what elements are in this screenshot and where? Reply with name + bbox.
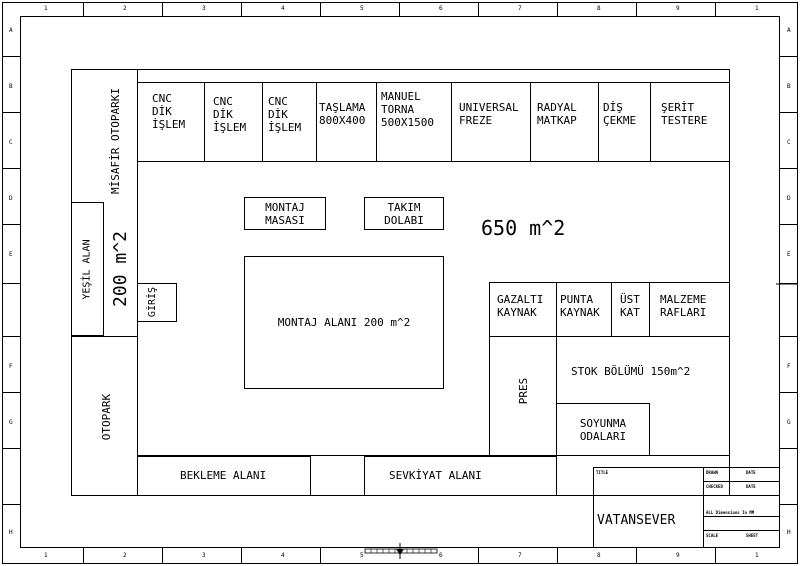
room-label: BEKLEME ALANI <box>180 469 267 482</box>
entrance-giris: GİRİŞ <box>137 283 177 322</box>
room-punta-kaynak: PUNTA KAYNAK <box>556 282 612 337</box>
row-letter: H <box>787 529 791 536</box>
bekleme-alani: BEKLEME ALANI <box>137 456 311 496</box>
row-letter: D <box>9 195 13 202</box>
room-label: MALZEME RAFLARI <box>660 293 707 319</box>
room-label: GİRİŞ <box>147 286 158 318</box>
row-letter: E <box>787 251 791 258</box>
column-number: 3 <box>202 5 206 12</box>
room-label: RADYAL MATKAP <box>537 101 577 127</box>
room-label: TAKIM DOLABI <box>384 200 424 227</box>
otopark-zone <box>71 336 138 496</box>
yesil-alan-area: 200 m^2 <box>110 231 131 307</box>
column-number: 9 <box>676 5 680 12</box>
dimensions-note: ALL Dimensions In MM <box>706 510 755 515</box>
title-label: TITLE <box>596 470 609 475</box>
montaj-masasi: MONTAJ MASASI <box>244 197 326 230</box>
row-letter: D <box>787 195 791 202</box>
drawn-label: DRAWN <box>706 470 719 475</box>
column-number: 1 <box>755 5 759 12</box>
column-number: 4 <box>281 5 285 12</box>
column-number: 1 <box>755 552 759 559</box>
checked-label: CHECKED <box>706 484 723 489</box>
room-label: CNC DİK İŞLEM <box>152 92 186 131</box>
room-soyunma-odalari: SOYUNMA ODALARI <box>556 403 650 456</box>
room-ust-kat: ÜST KAT <box>611 282 650 337</box>
room-taslama: TAŞLAMA 800X400 <box>316 82 377 162</box>
room-label: SOYUNMA ODALARI <box>579 416 627 443</box>
column-number: 8 <box>597 5 601 12</box>
row-letter: H <box>9 529 13 536</box>
room-universal-freze: UNIVERSAL FREZE <box>451 82 531 162</box>
misafir-otoparki-label: MİSAFİR OTOPARKI <box>109 88 122 194</box>
column-number: 5 <box>360 552 364 559</box>
room-label: ŞERİT TESTERE <box>661 101 708 127</box>
room-label: CNC DİK İŞLEM <box>213 95 247 134</box>
room-malzeme-raflari: MALZEME RAFLARI <box>649 282 730 337</box>
yesil-alan-zone <box>71 202 104 336</box>
row-letter: C <box>787 139 791 146</box>
room-label: PRES <box>517 377 530 405</box>
column-number: 8 <box>597 552 601 559</box>
room-label: DİŞ ÇEKME <box>603 101 637 127</box>
room-cnc-2: CNC DİK İŞLEM <box>204 82 263 162</box>
column-number: 2 <box>123 552 127 559</box>
row-letter: B <box>9 83 13 90</box>
room-pres: PRES <box>489 336 557 456</box>
room-label: MONTAJ MASASI <box>265 200 305 227</box>
room-manuel-torna: MANUEL TORNA 500X1500 <box>376 82 452 162</box>
room-label: MANUEL TORNA 500X1500 <box>381 90 434 129</box>
room-label: MONTAJ ALANI 200 m^2 <box>277 316 411 329</box>
yesil-alan-label: YEŞİL ALAN <box>81 239 93 300</box>
room-cnc-1: CNC DİK İŞLEM <box>137 82 205 162</box>
row-letter: E <box>9 251 13 258</box>
column-number: 5 <box>360 5 364 12</box>
column-number: 7 <box>518 5 522 12</box>
room-label: CNC DİK İŞLEM <box>268 95 302 134</box>
column-number: 6 <box>439 5 443 12</box>
room-label: SEVKİYAT ALANI <box>389 469 482 482</box>
row-letter: B <box>787 83 791 90</box>
montaj-alani: MONTAJ ALANI 200 m^2 <box>244 256 444 389</box>
scale-label: SCALE <box>706 533 719 538</box>
sevkiyat-alani: SEVKİYAT ALANI <box>364 456 557 496</box>
column-number: 3 <box>202 552 206 559</box>
row-letter: F <box>787 363 791 370</box>
column-number: 7 <box>518 552 522 559</box>
room-dis-cekme: DİŞ ÇEKME <box>598 82 651 162</box>
column-number: 1 <box>44 552 48 559</box>
column-number: 9 <box>676 552 680 559</box>
row-letter: A <box>9 27 13 34</box>
company-name: VATANSEVER <box>597 513 676 528</box>
column-number: 2 <box>123 5 127 12</box>
row-letter: C <box>9 139 13 146</box>
room-gazalti-kaynak: GAZALTI KAYNAK <box>489 282 557 337</box>
room-label: UNIVERSAL FREZE <box>459 101 519 127</box>
room-radyal-matkap: RADYAL MATKAP <box>530 82 599 162</box>
column-number: 1 <box>44 5 48 12</box>
title-block: TITLE DRAWN DATE CHECKED DATE VATANSEVER… <box>593 467 780 548</box>
room-label: ÜST KAT <box>620 293 640 319</box>
row-letter: F <box>9 363 13 370</box>
otopark-label: OTOPARK <box>100 393 113 441</box>
column-number: 6 <box>439 552 443 559</box>
main-hall-area: 650 m^2 <box>481 216 566 240</box>
room-label: GAZALTI KAYNAK <box>497 293 544 319</box>
column-number: 4 <box>281 552 285 559</box>
sheet-label: SHEET <box>746 533 759 538</box>
date-label-2: DATE <box>746 484 756 489</box>
row-letter: G <box>9 419 13 426</box>
room-label: TAŞLAMA 800X400 <box>319 101 366 127</box>
row-letter: A <box>787 27 791 34</box>
room-label: PUNTA KAYNAK <box>560 293 600 319</box>
takim-dolabi: TAKIM DOLABI <box>364 197 444 230</box>
row-letter: G <box>787 419 791 426</box>
room-label: STOK BÖLÜMÜ 150m^2 <box>571 365 691 378</box>
room-serit-testere: ŞERİT TESTERE <box>650 82 730 162</box>
room-cnc-3: CNC DİK İŞLEM <box>262 82 317 162</box>
date-label: DATE <box>746 470 756 475</box>
